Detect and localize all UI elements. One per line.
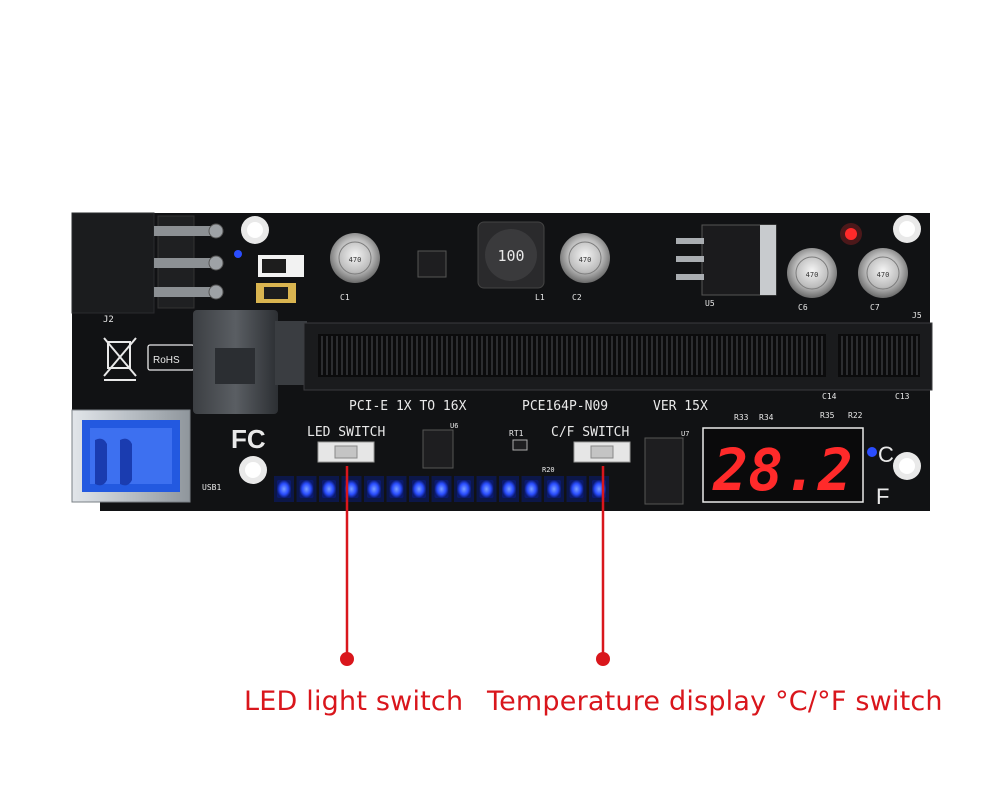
usb-port <box>71 409 191 503</box>
capacitor-c6: 470 <box>787 248 837 298</box>
rohs-text: RoHS <box>153 355 180 366</box>
blue-led <box>502 480 516 498</box>
label-u6: U6 <box>450 422 458 430</box>
capacitor-c7: 470 <box>858 248 908 298</box>
label-c7: C7 <box>870 303 880 312</box>
callout-led-text: LED light switch <box>244 686 464 717</box>
blue-led <box>367 480 381 498</box>
svg-text:470: 470 <box>806 271 819 279</box>
silkscreen: C1 C2 C6 C7 L1 U5 J2 J5 USB1 <box>103 293 922 492</box>
label-r33: R33 <box>734 413 749 422</box>
blue-led <box>299 480 314 498</box>
blue-led <box>412 480 426 498</box>
ic-u6 <box>422 429 454 469</box>
recycle-icon <box>103 337 137 381</box>
label-c13: C13 <box>895 392 910 401</box>
fc-logo: FC <box>231 424 266 454</box>
svg-text:470: 470 <box>349 256 362 264</box>
blue-led <box>479 480 494 498</box>
blue-led <box>569 480 584 498</box>
blue-led <box>547 480 561 498</box>
cf-switch-silkscreen: C/F SWITCH <box>551 425 629 440</box>
label-r20: R20 <box>542 466 555 474</box>
label-r35: R35 <box>820 411 835 420</box>
label-c14: C14 <box>822 392 837 401</box>
label-c6: C6 <box>798 303 808 312</box>
svg-text:470: 470 <box>579 256 592 264</box>
thermistor <box>512 439 528 451</box>
label-r34: R34 <box>759 413 774 422</box>
blue-led <box>434 480 449 498</box>
power-led-icon <box>234 250 242 258</box>
led-switch-button[interactable] <box>317 441 375 463</box>
label-c1: C1 <box>340 293 350 302</box>
label-rt1: RT1 <box>509 429 524 438</box>
label-u7: U7 <box>681 430 689 438</box>
label-usb1: USB1 <box>202 483 221 492</box>
capacitor-c2: 470 <box>560 233 610 283</box>
callout-temp-text: Temperature display °C/°F switch <box>487 686 943 717</box>
ic-chip <box>417 250 447 278</box>
regulator-u5 <box>676 224 777 296</box>
unit-c-label: C <box>878 442 894 467</box>
svg-text:100: 100 <box>497 247 524 265</box>
callout-temp-pointer <box>596 466 610 666</box>
unit-c-led-icon <box>867 447 877 457</box>
label-r22: R22 <box>848 411 863 420</box>
ic-u7 <box>644 437 684 505</box>
led-switch-silkscreen: LED SWITCH <box>307 425 385 440</box>
label-j5: J5 <box>912 311 922 320</box>
silkscreen-main: PCI-E 1X TO 16X <box>349 399 467 414</box>
capacitor-c1: 470 <box>330 233 380 283</box>
label-c2: C2 <box>572 293 582 302</box>
blue-led <box>277 480 291 498</box>
svg-text:470: 470 <box>877 271 890 279</box>
label-l1: L1 <box>535 293 545 302</box>
slot-latch <box>193 310 307 414</box>
callout-led-pointer <box>340 466 354 666</box>
label-j2: J2 <box>103 315 114 325</box>
temperature-display: 28.2 <box>702 427 864 504</box>
led-strip <box>274 476 609 502</box>
label-u5: U5 <box>705 299 715 308</box>
cf-switch-button[interactable] <box>573 441 631 463</box>
display-reading: 28.2 <box>712 436 853 504</box>
silkscreen-model: PCE164P-N09 <box>522 399 608 414</box>
power-indicator-icon <box>845 228 857 240</box>
power-connector <box>71 212 224 314</box>
blue-led <box>389 480 404 498</box>
blue-led <box>457 480 471 498</box>
blue-led <box>322 480 336 498</box>
silkscreen-version: VER 15X <box>653 399 708 414</box>
pcie-x16-slot <box>303 322 933 391</box>
blue-led <box>524 480 539 498</box>
unit-f-label: F <box>876 484 889 509</box>
inductor-l1: 100 <box>477 221 545 289</box>
